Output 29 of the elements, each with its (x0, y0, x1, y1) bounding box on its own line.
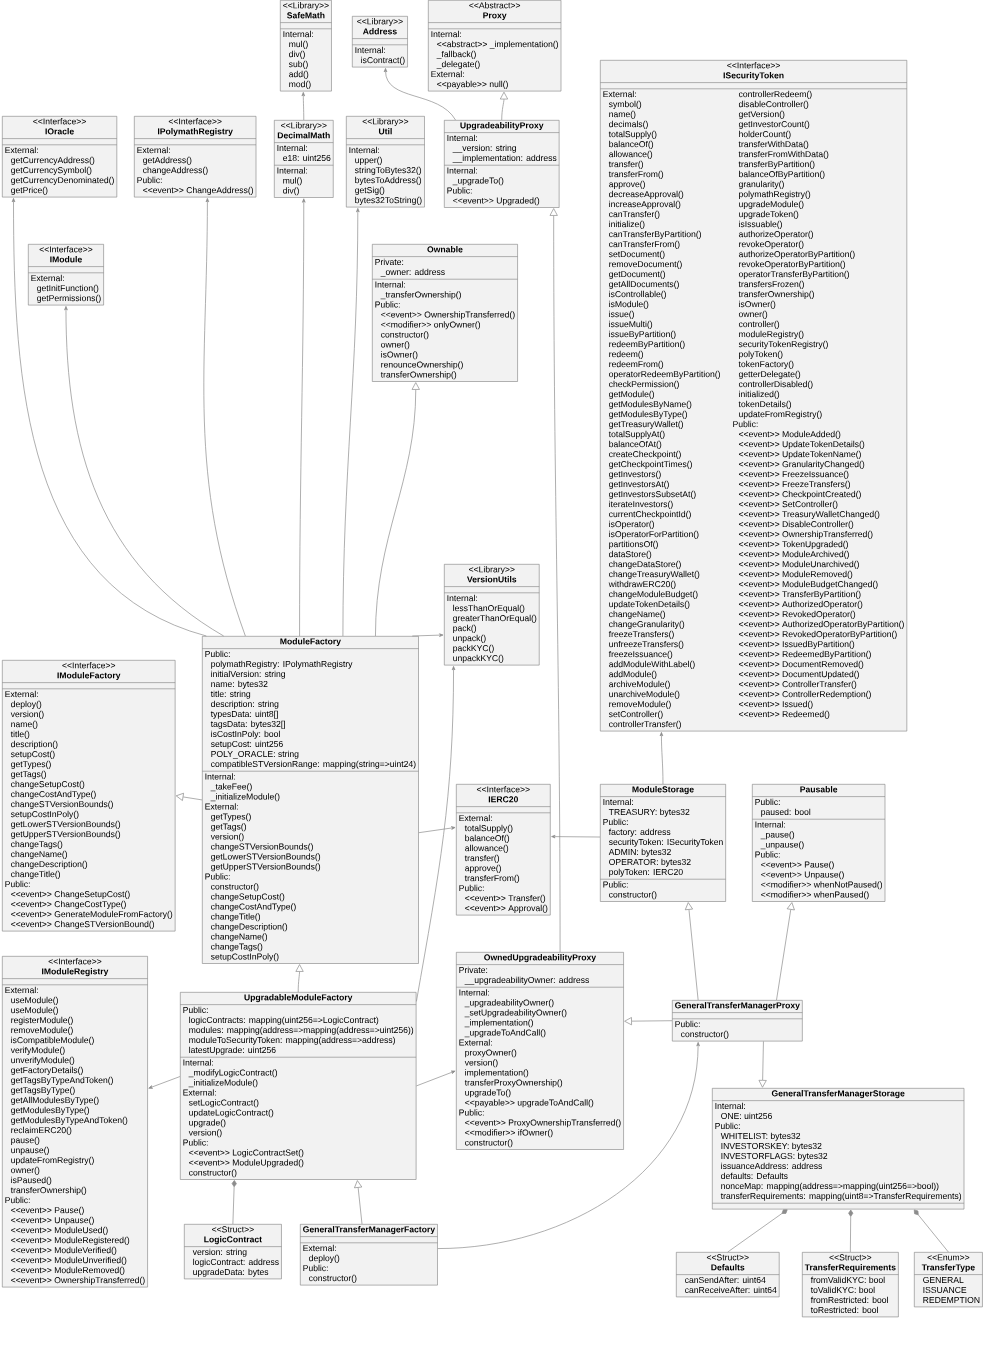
association-arrow (148, 1076, 181, 1089)
association-arrow (11, 198, 207, 637)
inheritance-arrow (175, 792, 203, 801)
composition-line (913, 1209, 949, 1253)
association-arrow (411, 633, 444, 637)
association-arrow (418, 826, 456, 834)
composition-line (848, 1209, 854, 1253)
composition-line (231, 1180, 237, 1225)
association-arrow (64, 306, 225, 637)
inheritance-arrow (684, 902, 699, 1001)
composition-line (727, 1209, 788, 1253)
association-arrow (416, 1070, 456, 1087)
inheritance-arrow (375, 382, 420, 637)
association-arrow (659, 732, 664, 785)
association-arrow (437, 1042, 700, 1249)
inheritance-arrow (499, 91, 509, 121)
association-arrow (416, 666, 456, 1002)
association-arrow (342, 208, 360, 637)
inheritance-arrow (295, 964, 304, 993)
inheritance-arrow (776, 902, 795, 1001)
association-arrow (551, 834, 601, 839)
association-arrow (383, 68, 456, 121)
inheritance-arrow (758, 1041, 767, 1088)
association-arrow (301, 92, 306, 121)
inheritance-arrow (354, 1180, 363, 1225)
inheritance-arrow (549, 208, 561, 953)
association-arrow (299, 198, 306, 637)
association-arrow (203, 198, 246, 637)
inheritance-arrow (624, 1017, 673, 1026)
